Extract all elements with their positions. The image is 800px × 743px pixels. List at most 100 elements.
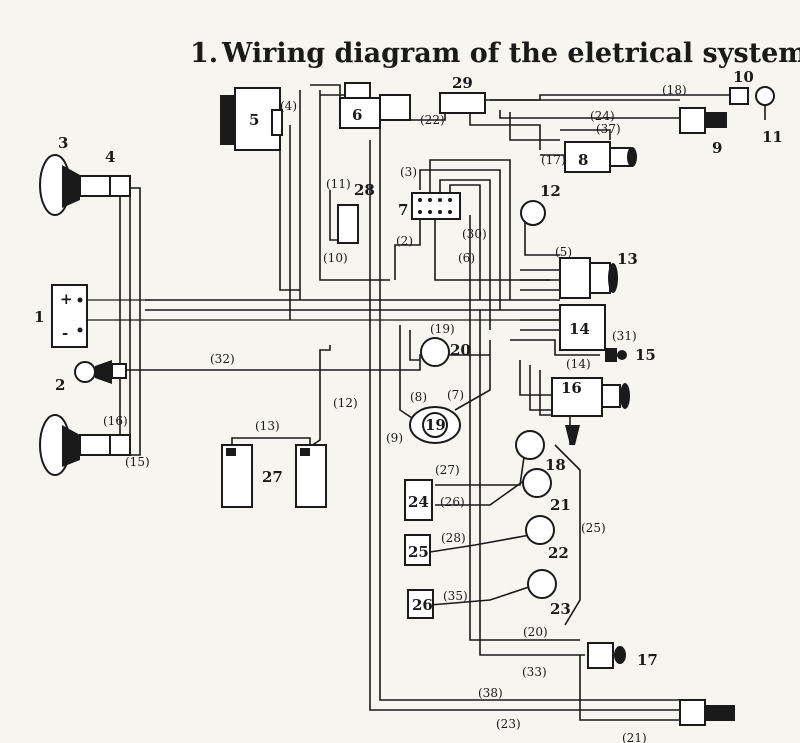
fuse-block [411, 192, 461, 220]
lamp-10 [729, 86, 775, 120]
wire-14: (14) [566, 357, 591, 371]
wire-16: (16) [103, 414, 128, 428]
wire-37: (37) [596, 122, 621, 136]
switch-15 [605, 348, 627, 362]
indicator-25 [404, 534, 431, 566]
wire-20: (20) [523, 625, 548, 639]
label-3: 3 [58, 134, 68, 152]
label-6: 6 [352, 106, 362, 124]
wire-26: (26) [440, 495, 465, 509]
horn [74, 360, 127, 384]
label-26: 26 [412, 596, 433, 614]
wire-3: (3) [400, 165, 417, 179]
label-15: 15 [635, 346, 656, 364]
label-5: 5 [249, 111, 259, 129]
wire-23: (23) [496, 717, 521, 731]
switch-13 [559, 257, 618, 299]
label-14: 14 [569, 320, 590, 338]
label-9: 9 [712, 139, 722, 157]
headlamp-bottom [39, 414, 131, 476]
wire-24: (24) [590, 109, 615, 123]
label-16: 16 [561, 379, 582, 397]
generator [220, 87, 283, 151]
gauge-19 [409, 406, 461, 444]
wire-30: (30) [462, 227, 487, 241]
label-27: 27 [262, 468, 283, 486]
label-23: 23 [550, 600, 571, 618]
indicator-26 [407, 589, 434, 619]
wire-35: (35) [443, 589, 468, 603]
switch-16 [551, 377, 630, 417]
battery-positive-sign: + [60, 290, 73, 308]
wire-33: (33) [522, 665, 547, 679]
wire-17: (17) [541, 153, 566, 167]
label-25: 25 [408, 543, 429, 561]
junction-29 [439, 92, 486, 114]
bulb-18 [515, 430, 545, 460]
bulb-23 [527, 569, 557, 599]
label-18: 18 [545, 456, 566, 474]
wire-11: (11) [326, 177, 351, 191]
wire-6: (6) [458, 251, 475, 265]
wire-9: (9) [386, 431, 403, 445]
relay-14 [559, 304, 606, 351]
indicator-24 [404, 479, 433, 521]
wire-10: (10) [323, 251, 348, 265]
wire-21: (21) [622, 731, 647, 743]
wire-31: (31) [612, 329, 637, 343]
bulb-21 [522, 468, 552, 498]
label-19: 19 [425, 416, 446, 434]
battery-negative-sign: - [62, 324, 68, 342]
label-20: 20 [450, 341, 471, 359]
gauge-12 [520, 200, 546, 226]
wire-19: (19) [430, 322, 455, 336]
label-24: 24 [408, 493, 429, 511]
wire-12: (12) [333, 396, 358, 410]
label-17: 17 [637, 651, 658, 669]
label-21: 21 [550, 496, 571, 514]
switch-8 [564, 141, 637, 173]
wire-18: (18) [662, 83, 687, 97]
label-8: 8 [578, 151, 588, 169]
wire-2: (2) [396, 234, 413, 248]
wire-4: (4) [280, 99, 297, 113]
wire-7: (7) [447, 388, 464, 402]
label-1: 1 [34, 308, 44, 326]
plug-9 [679, 107, 727, 134]
wire-8: (8) [410, 390, 427, 404]
wire-22: (22) [420, 113, 445, 127]
label-11: 11 [762, 128, 783, 146]
label-2: 2 [55, 376, 65, 394]
wire-38: (38) [478, 686, 503, 700]
label-29: 29 [452, 74, 473, 92]
wire-32: (32) [210, 352, 235, 366]
starter-relay [339, 82, 411, 129]
wire-25: (25) [581, 521, 606, 535]
label-13: 13 [617, 250, 638, 268]
label-10: 10 [733, 68, 754, 86]
bulb-22 [525, 515, 555, 545]
wire-labels: (2) (3) (4) (5) (6) (7) (8) (9) (10) (11… [103, 83, 687, 743]
regulator-28 [337, 204, 359, 244]
wire-28: (28) [441, 531, 466, 545]
label-22: 22 [548, 544, 569, 562]
battery: + - [51, 284, 88, 348]
wire-27: (27) [435, 463, 460, 477]
diagram-title: Wiring diagram of the eletrical system [221, 38, 800, 69]
label-28: 28 [354, 181, 375, 199]
label-4: 4 [105, 148, 115, 166]
label-12: 12 [540, 182, 561, 200]
plug-bottom [679, 699, 735, 726]
wire-5: (5) [555, 245, 572, 259]
label-7: 7 [398, 201, 408, 219]
wire-13: (13) [255, 419, 280, 433]
gauge-20 [420, 337, 450, 367]
component-labels: 1 2 3 4 5 6 7 8 9 10 11 12 13 14 15 16 1… [34, 68, 783, 669]
wire-harness [70, 84, 730, 721]
headlamp-top [39, 154, 131, 216]
switch-17 [587, 642, 626, 669]
wire-15: (15) [125, 455, 150, 469]
diagram-title-index: 1. [190, 38, 218, 69]
